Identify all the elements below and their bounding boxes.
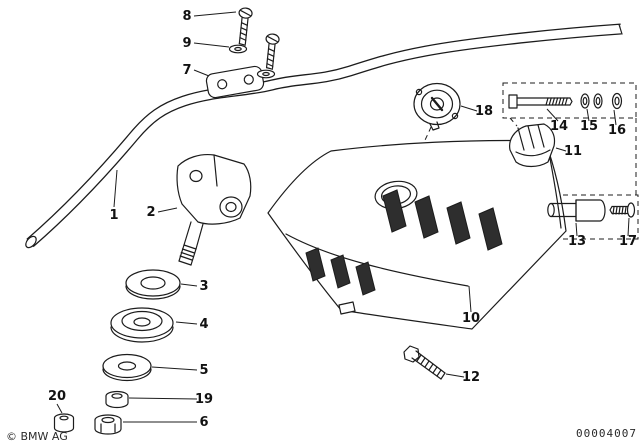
part-3-washer — [125, 269, 181, 300]
part-label-1[interactable]: 1 — [109, 208, 118, 223]
part-1-handlebar — [25, 23, 623, 249]
part-label-18[interactable]: 18 — [475, 104, 493, 119]
part-19-nut — [105, 390, 129, 409]
part-label-13[interactable]: 13 — [568, 234, 586, 249]
part-label-16[interactable]: 16 — [608, 123, 626, 138]
part-label-8[interactable]: 8 — [182, 9, 191, 24]
part-10-cover — [267, 139, 567, 330]
document-number: 00004007 — [576, 427, 637, 440]
part-label-10[interactable]: 10 — [462, 311, 480, 326]
part-label-14[interactable]: 14 — [550, 119, 568, 134]
part-5-washer — [102, 353, 152, 382]
part-15-washers — [580, 93, 603, 109]
leader-lines — [56, 11, 630, 423]
part-18-ignition-switch — [413, 82, 461, 131]
part-20-cap-nut — [53, 413, 75, 433]
part-7-clamp — [205, 65, 265, 99]
part-label-6[interactable]: 6 — [199, 415, 208, 430]
part-label-20[interactable]: 20 — [48, 389, 66, 404]
part-13-sleeve — [547, 199, 606, 222]
part-label-3[interactable]: 3 — [199, 279, 208, 294]
part-label-11[interactable]: 11 — [564, 144, 582, 159]
part-label-9[interactable]: 9 — [182, 36, 191, 51]
part-4-cap — [110, 307, 174, 343]
part-label-12[interactable]: 12 — [462, 370, 480, 385]
part-labels: 1 2 3 4 5 6 7 8 9 10 11 12 13 14 15 16 1… — [48, 9, 637, 430]
part-14-bolt — [508, 94, 573, 109]
part-17-screw — [609, 202, 636, 218]
part-12-screw — [403, 345, 446, 380]
part-16-washer — [611, 92, 623, 110]
part-6-nut — [94, 414, 122, 435]
part-label-7[interactable]: 7 — [182, 63, 191, 78]
part-label-17[interactable]: 17 — [619, 234, 637, 249]
copyright-text: © BMW AG — [6, 430, 68, 443]
part-label-15[interactable]: 15 — [580, 119, 598, 134]
part-11-clamp — [509, 123, 556, 168]
part-label-4[interactable]: 4 — [199, 317, 208, 332]
part-label-5[interactable]: 5 — [199, 363, 208, 378]
part-9-washers — [228, 44, 276, 79]
part-8-screws — [238, 7, 280, 70]
part-label-2[interactable]: 2 — [146, 205, 155, 220]
part-label-19[interactable]: 19 — [195, 392, 213, 407]
part-2-bracket-stem — [176, 153, 252, 266]
